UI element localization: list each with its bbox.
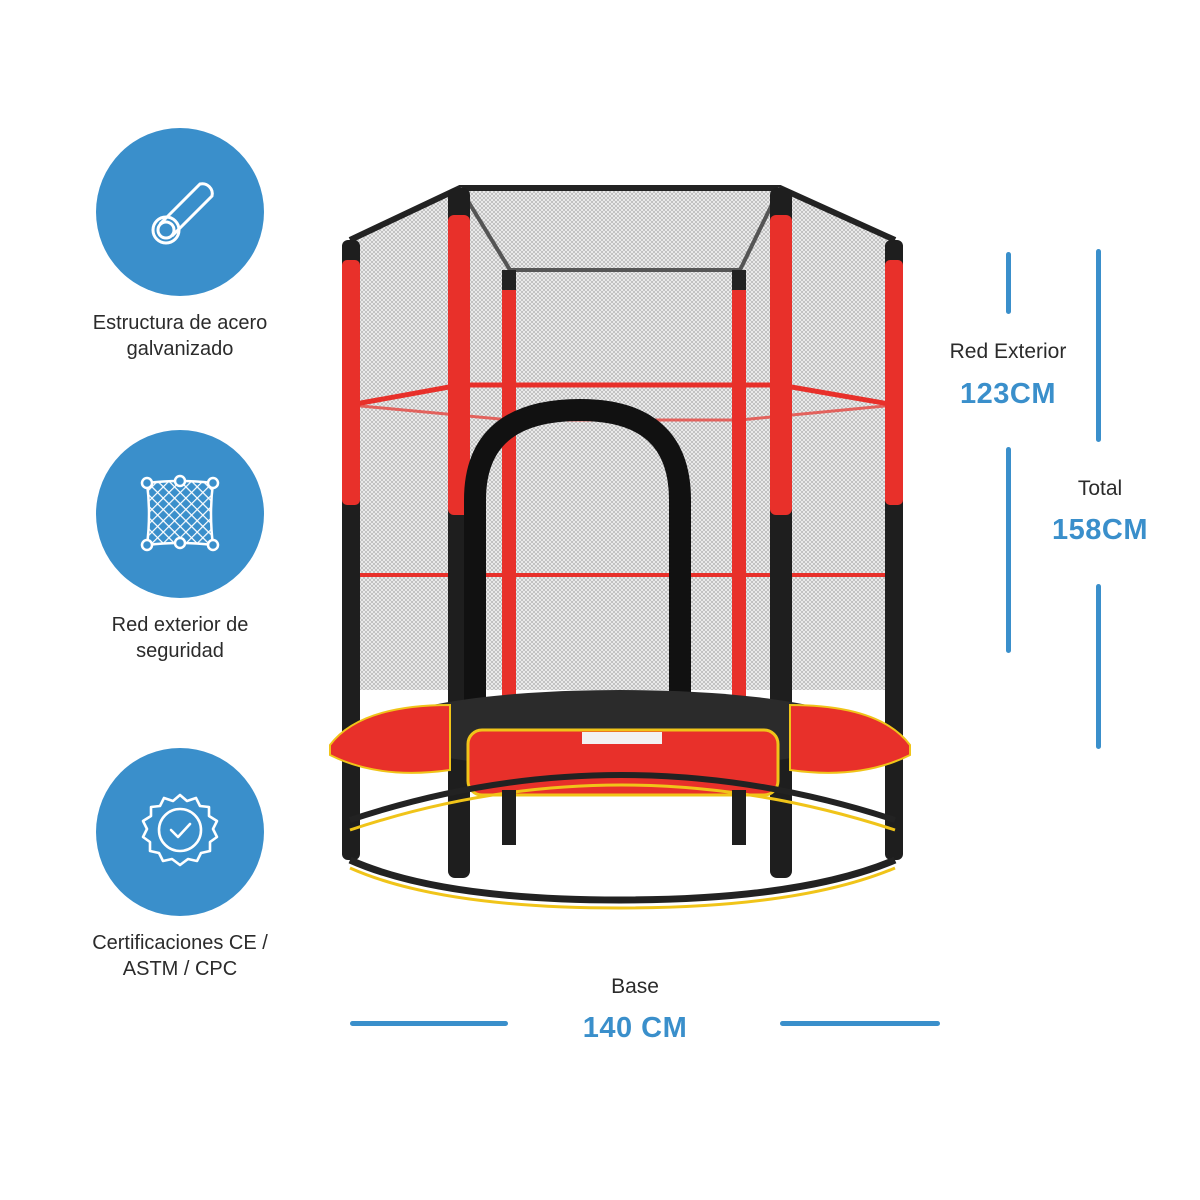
feature-label: Certificaciones CE / ASTM / CPC [60,930,300,982]
feature-steel-structure: Estructura de acero galvanizado [60,128,300,362]
feature-safety-net: Red exterior de seguridad [60,430,300,664]
feature-certifications: Certificaciones CE / ASTM / CPC [60,748,300,982]
feature-label-line: Red exterior de [111,614,249,636]
feature-icon-circle [96,128,264,296]
trampoline-image [320,170,920,930]
steel-tube-icon [151,182,214,245]
total-height-value: 158CM [1052,514,1148,546]
feature-icon-circle [96,430,264,598]
base-width-line-left [350,1021,508,1026]
safety-net-icon [140,474,220,552]
base-width-line-right [780,1021,940,1026]
net-height-value: 123CM [960,378,1056,410]
certification-badge-icon [141,793,219,867]
feature-icon-circle [96,748,264,916]
net-height-line-top [1006,252,1011,314]
feature-label-line: Estructura de acero [92,312,268,334]
total-height-line-top [1096,249,1101,442]
net-height-line-bottom [1006,447,1011,653]
base-width-value: 140 CM [582,1012,688,1044]
net-height-label: Red Exterior [949,340,1067,363]
total-height-label: Total [1077,477,1123,500]
feature-label-line: Certificaciones CE / [92,932,268,954]
feature-label-line: galvanizado [126,338,234,360]
total-height-line-bottom [1096,584,1101,749]
feature-label-line: ASTM / CPC [122,958,238,980]
feature-label: Red exterior de seguridad [60,612,300,664]
feature-label: Estructura de acero galvanizado [60,310,300,362]
feature-label-line: seguridad [136,640,224,662]
base-width-label: Base [611,975,659,998]
